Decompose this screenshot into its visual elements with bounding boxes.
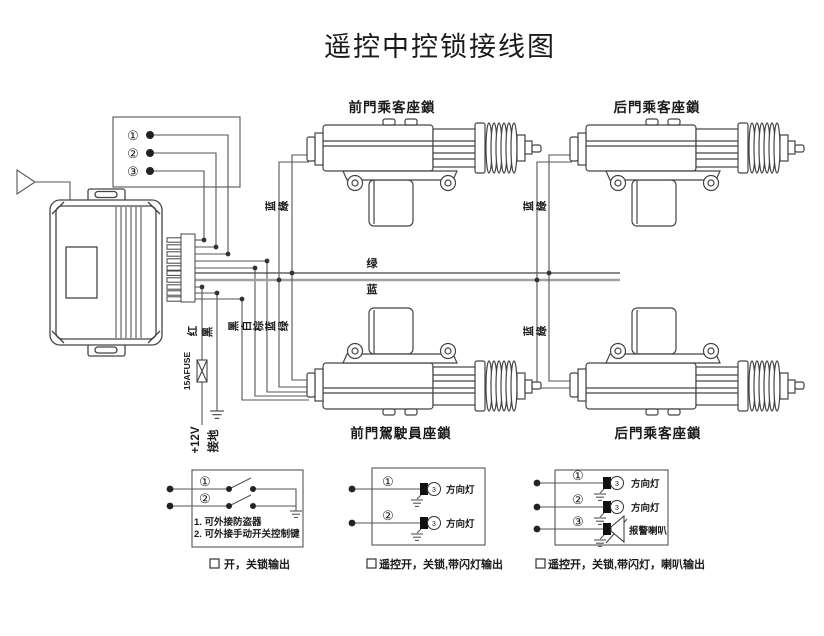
label-pair-blue-br: 蓝 — [522, 325, 535, 336]
label-pair-blue-tr: 蓝 — [522, 200, 535, 211]
legend-switch-box: ① ② 1. 可外接防盗器 2. 可外接手动开关控制键 开，关锁输出 — [166, 469, 304, 571]
checkbox-icon — [366, 558, 377, 569]
label-bundle-brown: 棕 — [252, 320, 265, 332]
label-bundle-blue: 蓝 — [264, 320, 277, 331]
legend3-horn-label: 报警喇叭 — [629, 525, 668, 537]
label-bus-green: 绿 — [367, 256, 379, 270]
fuse-icon — [196, 359, 208, 383]
label-front-passenger-lock: 前門乘客座鎖 — [349, 99, 436, 115]
label-black-wire: 黑 — [202, 326, 214, 337]
checkbox-icon — [535, 558, 546, 569]
control-unit — [49, 188, 163, 357]
turn-lamp-icon — [603, 476, 624, 514]
label-bundle-green: 绿 — [277, 320, 290, 331]
legend1-note2: 2. 可外接手动开关控制键 — [194, 528, 300, 540]
legend2-ch1: ① — [382, 474, 394, 489]
unit-label-area — [65, 246, 98, 299]
legend1-note1: 1. 可外接防盗器 — [194, 516, 262, 528]
legend3-lamp1-label: 方向灯 — [631, 478, 660, 490]
label-pair-blue-tl: 蓝 — [264, 200, 277, 211]
remote-ch3-label: ③ — [127, 164, 139, 179]
label-bus-blue: 蓝 — [367, 282, 378, 296]
bulb-glyph: 3 — [432, 487, 436, 494]
label-front-driver-lock: 前門駕駛員座鎖 — [350, 425, 452, 441]
diagram-title: 遥控中控锁接线图 — [324, 32, 556, 62]
label-bundle-black: 黑 — [228, 320, 240, 331]
actuator-front-passenger — [306, 118, 542, 227]
label-ground: 接地 — [206, 429, 220, 452]
turn-lamp-icon — [420, 482, 441, 530]
legend3-caption: 遥控开，关锁,带闪灯，喇叭输出 — [548, 557, 705, 571]
legend2-ch2: ② — [382, 508, 394, 523]
legend-lamp-box: 3 3 ① ② 方向灯 方向灯 遥控开，关锁,带闪灯输出 — [348, 467, 503, 571]
legend2-caption: 遥控开，关锁,带闪灯输出 — [379, 557, 503, 571]
legend1-ch1: ① — [199, 474, 211, 489]
bulb-glyph: 3 — [432, 521, 436, 528]
label-pair-green-tl: 綠 — [277, 200, 290, 211]
label-bundle-white: 白 — [240, 321, 253, 332]
wire-labels: 红 黑 15AFUSE +12V 接地 黑 白 棕 蓝 绿 绿 蓝 蓝 綠 蓝 … — [182, 200, 548, 453]
legend-horn-box: 3 3 ① ② ③ 方向灯 方向灯 报警喇叭 遥控开，关锁,带闪灯，喇叭输出 — [533, 468, 705, 571]
bulb-glyph: 3 — [615, 505, 619, 512]
legend3-ch2: ② — [572, 492, 584, 507]
legend2-lamp1-label: 方向灯 — [446, 484, 475, 496]
label-pair-green-tr: 綠 — [535, 200, 548, 211]
actuator-rear-passenger-bottom — [569, 307, 805, 416]
antenna-icon — [16, 168, 36, 196]
label-fuse: 15AFUSE — [182, 352, 192, 391]
legend2-lamp2-label: 方向灯 — [446, 518, 475, 530]
legend3-ch3: ③ — [572, 514, 584, 529]
remote-ch1-label: ① — [127, 128, 139, 143]
label-rear-passenger-lock-top: 后門乘客座鎖 — [614, 99, 701, 115]
checkbox-icon — [209, 558, 220, 569]
legend3-ch1: ① — [572, 468, 584, 483]
bulb-glyph: 3 — [615, 481, 619, 488]
remote-receiver-box: ① ② ③ — [112, 116, 241, 188]
actuator-rear-passenger-top — [569, 118, 805, 227]
remote-ch2-label: ② — [127, 146, 139, 161]
label-rear-passenger-lock-bottom: 后門乘客座鎖 — [615, 425, 702, 441]
actuator-front-driver — [306, 307, 542, 416]
label-red-wire: 红 — [186, 325, 199, 336]
label-pair-green-br: 綠 — [535, 325, 548, 336]
wire-connector — [166, 233, 196, 303]
label-plus12v: +12V — [190, 426, 202, 454]
legend1-caption: 开，关锁输出 — [224, 557, 290, 571]
horn-icon — [603, 514, 628, 544]
ground-icon — [209, 410, 225, 419]
junction-dots — [199, 237, 552, 302]
legend3-lamp2-label: 方向灯 — [631, 502, 660, 514]
legend1-ch2: ② — [199, 491, 211, 506]
